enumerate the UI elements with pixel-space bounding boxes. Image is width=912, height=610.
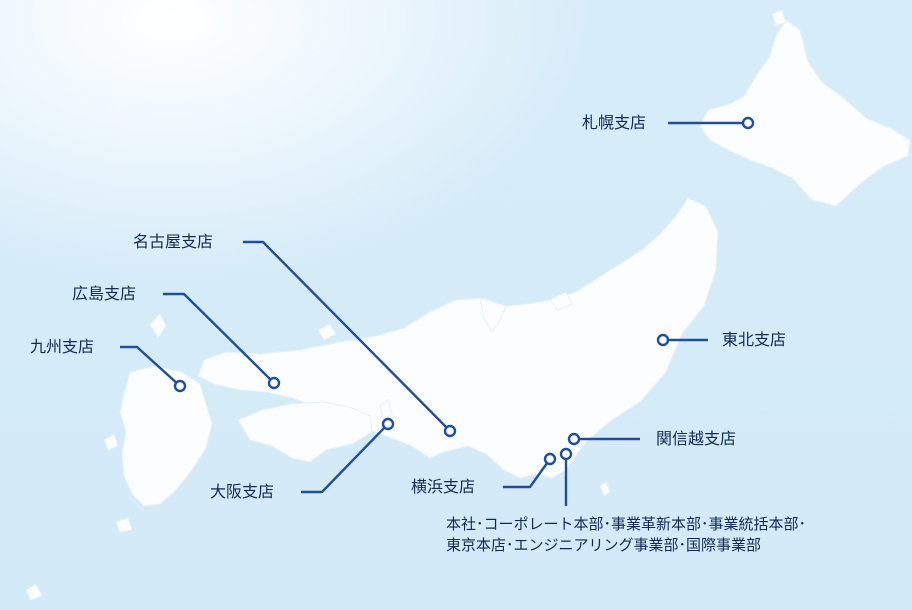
noto-peninsula-land	[479, 297, 507, 333]
headquarters-label[interactable]: 本社･コーポレート本部･事業革新本部･事業統括本部･ 東京本店･エンジニアリング…	[446, 514, 806, 556]
kyushu-leader	[120, 345, 181, 387]
headquarters-label-line2: 東京本店･エンジニアリング事業部･国際事業部	[446, 536, 762, 554]
leader-lines	[120, 121, 748, 506]
headquarters-marker[interactable]	[559, 447, 573, 461]
hokkaido-land	[699, 19, 911, 207]
nagoya-leader	[243, 240, 451, 432]
markers	[173, 116, 755, 466]
izu-islands-land	[599, 481, 611, 497]
sado-island-land	[549, 291, 573, 311]
rishiri-land	[771, 9, 787, 27]
tanegashima-land	[115, 517, 133, 533]
hiroshima-leader	[163, 292, 275, 384]
goto-islands-land	[103, 433, 119, 451]
hiroshima-label[interactable]: 広島支店	[72, 284, 137, 303]
sapporo-label[interactable]: 札幌支店	[582, 113, 647, 132]
shikoku-land	[237, 401, 373, 463]
yokohama-leader	[503, 458, 551, 489]
osaka-label[interactable]: 大阪支店	[210, 482, 275, 501]
osaka-marker[interactable]	[381, 417, 395, 431]
yokohama-marker[interactable]	[543, 452, 557, 466]
oki-islands-land	[317, 323, 337, 341]
tsushima-land	[149, 313, 167, 339]
tohoku-marker[interactable]	[656, 333, 670, 347]
kyushu-land	[119, 365, 213, 507]
kyushu-marker[interactable]	[173, 379, 187, 393]
nagoya-marker[interactable]	[443, 424, 457, 438]
awaji-land	[379, 399, 393, 421]
nagoya-label[interactable]: 名古屋支店	[133, 232, 214, 251]
tohoku-label[interactable]: 東北支店	[722, 330, 787, 349]
yakushima-land	[25, 583, 43, 601]
kanshinetsu-label[interactable]: 関信越支店	[656, 429, 737, 448]
osaka-leader	[301, 423, 389, 494]
headquarters-label-line1: 本社･コーポレート本部･事業革新本部･事業統括本部･	[446, 515, 807, 533]
landmass	[25, 9, 911, 601]
kyushu-label[interactable]: 九州支店	[30, 337, 95, 356]
kanshinetsu-marker[interactable]	[567, 432, 581, 446]
hiroshima-marker[interactable]	[267, 376, 281, 390]
yokohama-label[interactable]: 横浜支店	[411, 477, 476, 496]
sapporo-marker[interactable]	[741, 116, 755, 130]
